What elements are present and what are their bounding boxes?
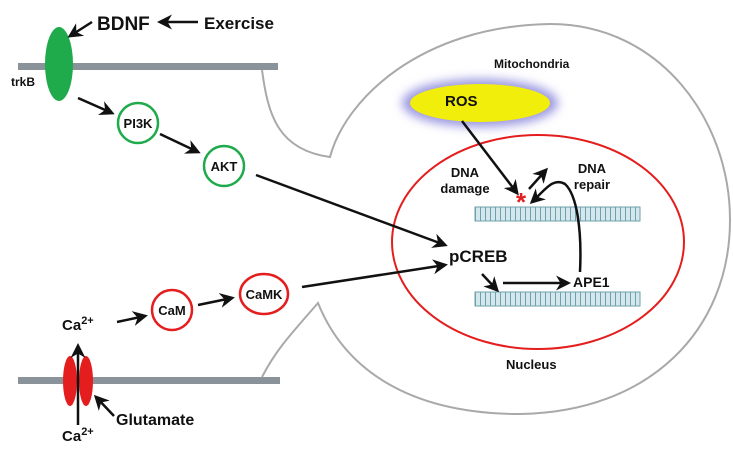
ape1-label: APE1 [573, 274, 610, 290]
bdnf-label: BDNF [97, 14, 150, 35]
glutamate-label: Glutamate [116, 412, 194, 429]
dna-damage-label-line1: DNA [451, 165, 480, 180]
cell-body-outline [261, 22, 732, 416]
calcium-bottom-label: Ca2+ [62, 426, 94, 445]
trkb-label: trkB [11, 75, 35, 89]
arrow-akt-to-pcreb [255, 173, 448, 248]
arrow-ros-to-dna [461, 120, 519, 196]
top-membrane [18, 63, 278, 70]
pi3k-node [116, 101, 160, 145]
arrow-ape1-to-damage [529, 180, 582, 273]
glutamate-channel-left [63, 356, 77, 406]
dna-repair-label-line1: DNA [578, 161, 607, 176]
glutamate-channel-right [79, 356, 93, 406]
akt-node [202, 144, 246, 188]
camk-node [238, 272, 290, 316]
nucleus-outline [391, 134, 685, 350]
ros-label: ROS [445, 93, 478, 110]
arrow-glutamate-to-channel [93, 394, 115, 417]
calcium-top-label: Ca2+ [62, 315, 94, 334]
camk-label: CaMK [246, 287, 283, 302]
arrow-bdnf-to-trkb [67, 20, 93, 38]
ros-ellipse [410, 84, 550, 122]
arrow-trkb-to-pi3k [77, 96, 115, 116]
bottom-membrane [18, 377, 280, 384]
trkb-receptor [45, 27, 73, 101]
arrow-damage-to-repair [528, 167, 549, 190]
arrow-camk-to-pcreb [301, 259, 448, 289]
cam-node [150, 288, 194, 332]
dna-strand-top [474, 206, 641, 222]
arrow-ca-to-cam [116, 311, 148, 326]
dna-damage-marker: * [516, 187, 527, 217]
dna-repair-label-line2: repair [574, 177, 610, 192]
exercise-label: Exercise [204, 14, 274, 33]
dna-strand-bottom [474, 291, 641, 307]
pcreb-label: pCREB [449, 247, 508, 266]
arrow-pcreb-to-dna [481, 273, 500, 293]
akt-label: AKT [211, 159, 238, 174]
arrow-pi3k-to-akt [159, 132, 201, 154]
mitochondria-label: Mitochondria [494, 57, 570, 71]
arrow-cam-to-camk [197, 293, 235, 308]
pi3k-label: PI3K [124, 116, 154, 131]
nucleus-label: Nucleus [506, 357, 557, 372]
cam-label: CaM [158, 303, 185, 318]
dna-damage-label-line2: damage [440, 181, 489, 196]
